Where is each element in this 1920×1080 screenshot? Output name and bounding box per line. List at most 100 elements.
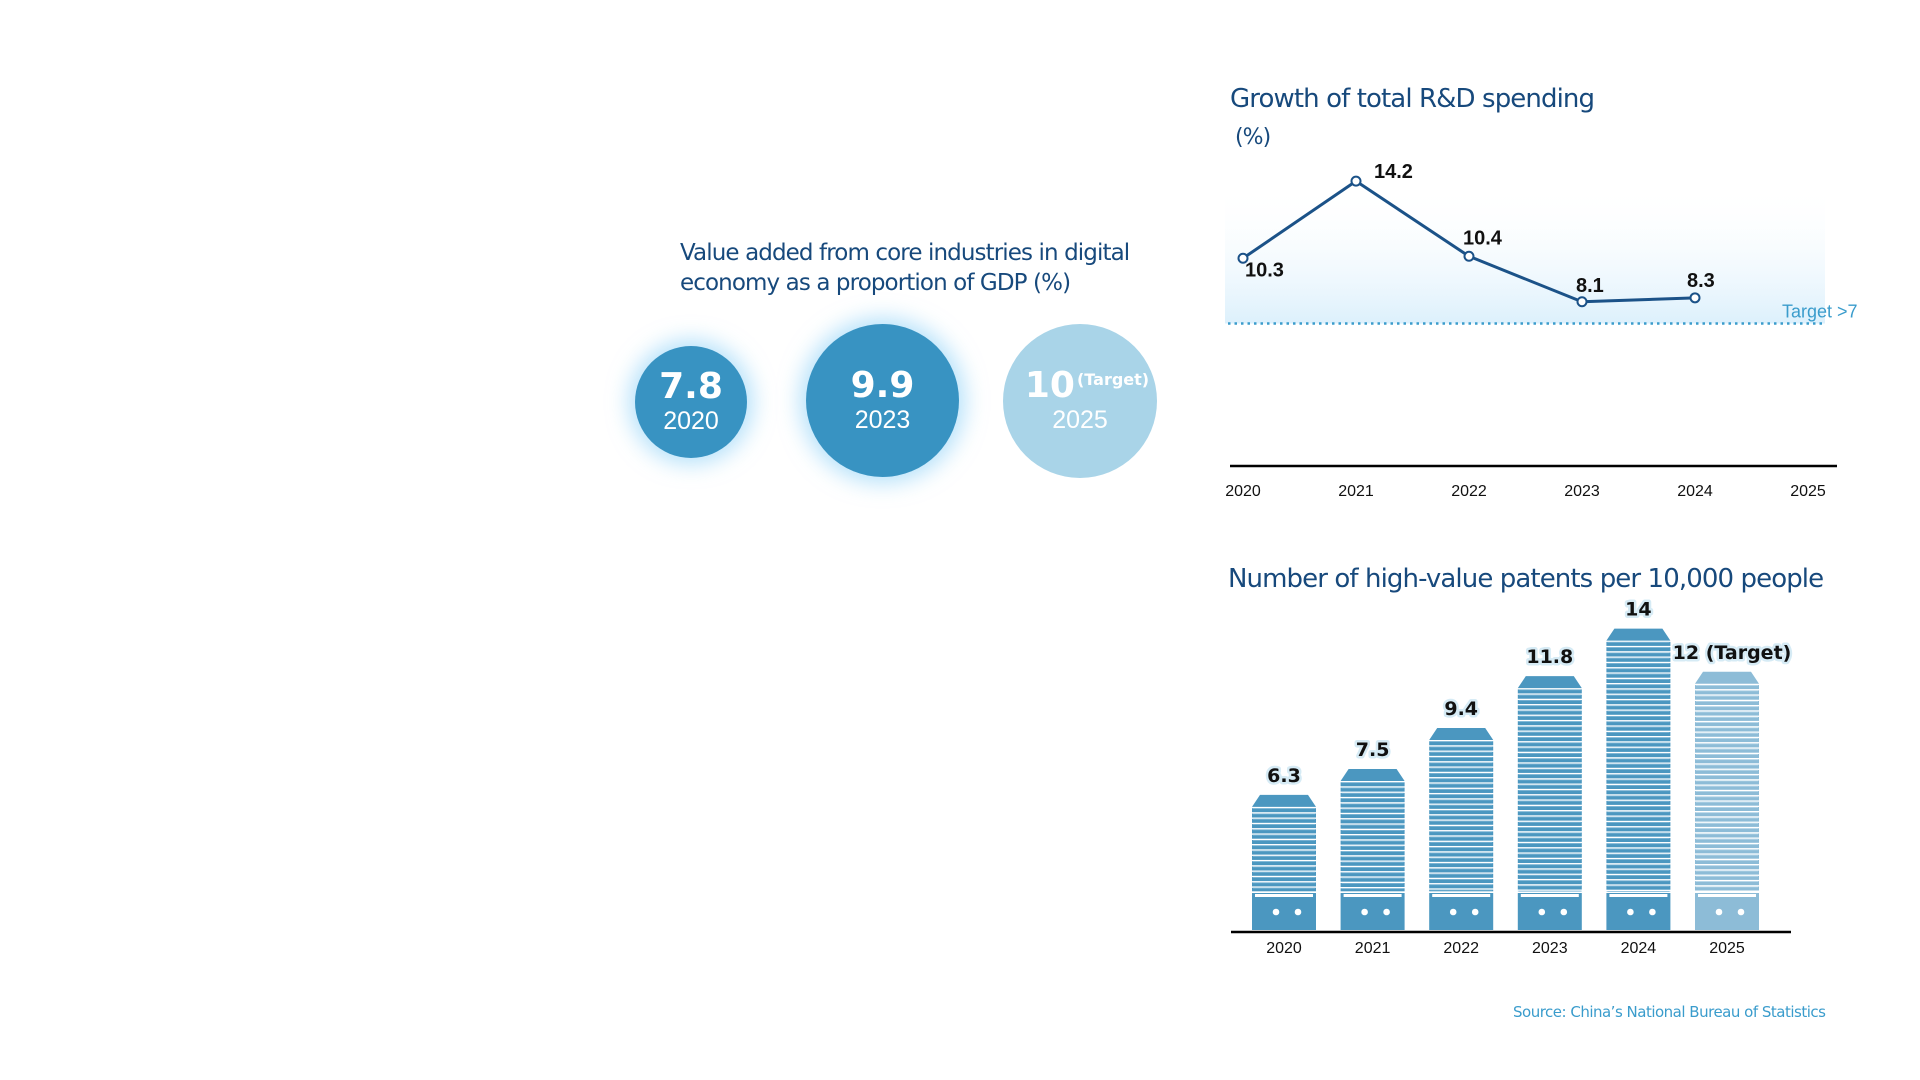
patent-bar-sheet	[1606, 880, 1671, 885]
rd-data-label: 10.4	[1463, 227, 1503, 249]
patent-bar-sheet	[1517, 779, 1582, 784]
gdp-circle-year: 2020	[663, 407, 719, 435]
patent-bar-sheet-edge	[1607, 652, 1670, 654]
patent-bar-sheet	[1252, 850, 1316, 855]
patent-data-label: 7.5	[1356, 739, 1390, 761]
patent-bar-sheet-edge	[1518, 827, 1581, 829]
patent-bar-sheet-edge	[1607, 800, 1670, 802]
patent-bar-sheet-edge	[1696, 780, 1758, 782]
patent-bar-sheet-edge	[1341, 830, 1404, 831]
patent-bar-sheet-edge	[1607, 795, 1670, 797]
patent-bar-sheet	[1606, 838, 1671, 842]
patent-bar-sheet	[1340, 798, 1405, 803]
patent-bar-sheet-edge	[1253, 850, 1315, 852]
patent-bar-sheet	[1340, 835, 1405, 840]
gdp-circle-year: 2025	[1052, 406, 1108, 434]
patent-bar-base-edge	[1520, 894, 1579, 897]
patent-bar-sheet	[1429, 852, 1494, 857]
patent-bar-sheet-edge	[1518, 790, 1581, 791]
patent-bar-sheet-edge	[1518, 811, 1581, 813]
patent-bar-sheet-edge	[1607, 811, 1670, 813]
patent-bar-sheet	[1517, 864, 1582, 869]
patent-bar-sheet	[1695, 854, 1759, 859]
patent-bar-sheet	[1340, 803, 1405, 808]
patent-bar-sheet	[1695, 764, 1759, 769]
patent-bar-sheet	[1517, 832, 1582, 837]
patent-bar-sheet	[1340, 792, 1405, 797]
patent-bar-sheet	[1606, 647, 1671, 652]
patent-bar-sheet	[1517, 742, 1582, 747]
patent-bar-sheet-edge	[1518, 816, 1581, 818]
patent-bar-sheet	[1340, 782, 1405, 787]
patent-bar-sheet	[1606, 710, 1671, 715]
patent-bar-sheet-edge	[1253, 834, 1315, 836]
patent-bar-sheet	[1695, 822, 1759, 827]
patent-bar-sheet-edge	[1341, 819, 1404, 821]
patent-bar-sheet-edge	[1253, 818, 1315, 820]
patent-bar-sheet	[1517, 710, 1582, 715]
rd-data-point	[1463, 250, 1475, 262]
patent-bar-sheet	[1606, 737, 1671, 742]
patent-bar-sheet	[1252, 882, 1316, 887]
patent-bar-base-edge	[1432, 894, 1491, 897]
rd-chart-title: Growth of total R&D spending	[1230, 84, 1595, 114]
patent-bar-sheet-edge	[1341, 803, 1404, 805]
rd-x-tick-label: 2025	[1790, 483, 1826, 500]
patent-bar-sheet-edge	[1607, 806, 1670, 807]
patent-bar-sheet	[1252, 861, 1316, 866]
patent-bar-sheet-edge	[1518, 848, 1581, 850]
patent-bar-sheet-edge	[1430, 810, 1493, 811]
patent-bar-sheet	[1606, 641, 1671, 646]
patent-bar-sheet	[1429, 831, 1494, 836]
patent-bar-dot	[1294, 908, 1302, 916]
patent-bar-sheet	[1429, 804, 1494, 809]
patent-bar-sheet-edge	[1696, 886, 1758, 888]
patent-bar-sheet-edge	[1696, 727, 1758, 729]
patent-bar-sheet	[1340, 808, 1405, 813]
patent-bar-sheet	[1517, 816, 1582, 821]
patent-bar-sheet-edge	[1341, 872, 1404, 874]
patent-bar-sheet-edge	[1341, 824, 1404, 826]
patent-bar-sheet-edge	[1341, 792, 1404, 794]
patent-bar-sheet	[1517, 753, 1582, 758]
patent-bar-sheet-edge	[1607, 673, 1670, 675]
patent-bar-sheet-edge	[1696, 775, 1758, 776]
patent-bar-sheet	[1695, 796, 1759, 801]
patent-bar-sheet-edge	[1518, 874, 1581, 876]
patent-bar-sheet-edge	[1518, 753, 1581, 754]
rd-data-label: 8.3	[1687, 270, 1715, 292]
patent-bar-sheet-edge	[1607, 705, 1670, 707]
patent-bar-sheet-edge	[1518, 859, 1581, 860]
patent-bar-sheet	[1606, 785, 1671, 789]
patent-bar-sheet	[1695, 886, 1759, 891]
patent-bar-sheet-edge	[1607, 769, 1670, 770]
patent-bar-sheet-edge	[1518, 795, 1581, 797]
patent-bar-sheet	[1606, 657, 1671, 662]
patent-bar-sheet	[1695, 849, 1759, 854]
patent-x-tick-label: 2024	[1621, 940, 1657, 957]
patent-bar-sheet-edge	[1696, 701, 1758, 702]
patent-bar-sheet	[1429, 788, 1494, 793]
patent-bar-sheet-edge	[1253, 882, 1315, 884]
patent-bar-sheet-edge	[1430, 767, 1493, 769]
patent-bar-sheet	[1340, 872, 1405, 877]
patent-bar-sheet-edge	[1607, 710, 1670, 712]
patent-bar-sheet	[1695, 881, 1759, 886]
patent-bar-sheet	[1517, 790, 1582, 795]
patent-bar-sheet	[1606, 694, 1671, 699]
patent-bar-sheet-edge	[1696, 796, 1758, 798]
patent-bar-dot	[1627, 908, 1634, 916]
patent-bar-sheet	[1606, 843, 1671, 848]
patent-bar-sheet	[1517, 721, 1582, 726]
patent-bar-sheet	[1695, 812, 1759, 817]
patent-bar-sheet-edge	[1607, 880, 1670, 882]
patent-bar-sheet	[1429, 873, 1494, 878]
patent-bar-sheet	[1695, 844, 1759, 849]
patent-bar-sheet-edge	[1696, 865, 1758, 867]
patent-bar-sheet	[1695, 711, 1759, 716]
patent-bar-sheet	[1695, 833, 1759, 838]
patent-bar-sheet-edge	[1696, 748, 1758, 750]
patent-bar-sheet	[1517, 763, 1582, 768]
patent-bar	[1252, 794, 1316, 930]
patent-bar-sheet-edge	[1607, 827, 1670, 829]
